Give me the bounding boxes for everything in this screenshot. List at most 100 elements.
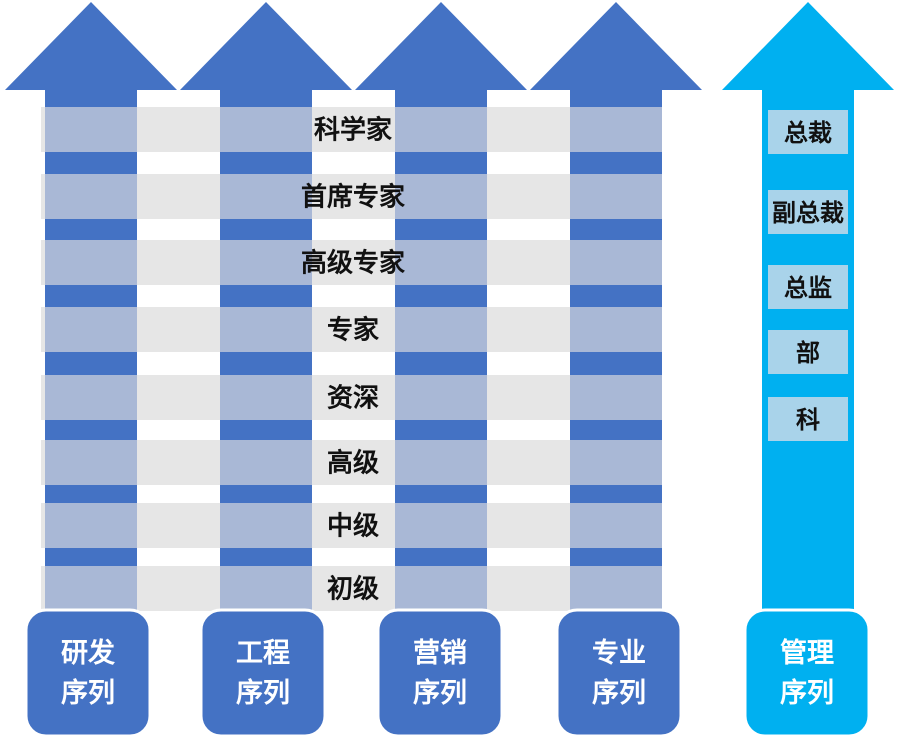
caption-box bbox=[743, 608, 871, 738]
level-band bbox=[41, 375, 662, 420]
level-label: 首席专家 bbox=[301, 182, 405, 213]
level-band-on-arrow bbox=[220, 174, 312, 219]
level-label: 高级 bbox=[327, 448, 379, 479]
caption-line2: 序列 bbox=[236, 677, 290, 709]
band-gap bbox=[487, 219, 570, 240]
caption-line2: 序列 bbox=[413, 677, 467, 709]
level-band-on-arrow bbox=[220, 566, 312, 611]
level-band bbox=[41, 566, 662, 611]
band-gap bbox=[137, 420, 220, 440]
caption-box bbox=[376, 608, 504, 738]
level-band bbox=[41, 503, 662, 548]
level-band-on-arrow bbox=[45, 107, 137, 152]
band-gap bbox=[137, 352, 220, 375]
band-gap bbox=[487, 420, 570, 440]
caption-line1: 营销 bbox=[413, 638, 467, 669]
level-band-on-arrow bbox=[220, 107, 312, 152]
band-gap bbox=[312, 92, 395, 107]
band-gap bbox=[137, 152, 220, 174]
level-band-on-arrow bbox=[45, 375, 137, 420]
caption-box bbox=[24, 608, 152, 738]
management-arrow bbox=[722, 2, 894, 640]
level-band-on-arrow bbox=[395, 107, 487, 152]
caption-box bbox=[555, 608, 683, 738]
level-band-on-arrow bbox=[395, 240, 487, 285]
level-band bbox=[41, 174, 662, 219]
band-gap bbox=[312, 420, 395, 440]
management-level-label: 科 bbox=[796, 406, 820, 434]
management-level-band bbox=[768, 110, 848, 154]
level-label: 初级 bbox=[327, 574, 379, 605]
level-label: 高级专家 bbox=[301, 248, 405, 279]
level-band-on-arrow bbox=[570, 566, 662, 611]
band-gap bbox=[137, 485, 220, 503]
level-band-on-arrow bbox=[45, 307, 137, 352]
band-gap bbox=[312, 548, 395, 566]
caption-line1: 研发 bbox=[61, 637, 115, 669]
caption-line2: 序列 bbox=[592, 677, 646, 709]
level-band-on-arrow bbox=[220, 440, 312, 485]
management-level-band bbox=[768, 190, 848, 234]
band-gap bbox=[312, 219, 395, 240]
level-band-on-arrow bbox=[45, 240, 137, 285]
management-level-label: 部 bbox=[796, 339, 820, 367]
band-gap bbox=[137, 92, 220, 107]
band-gap bbox=[487, 92, 570, 107]
band-gap bbox=[487, 152, 570, 174]
level-label: 中级 bbox=[327, 511, 379, 542]
level-label: 科学家 bbox=[314, 115, 392, 146]
level-band-on-arrow bbox=[570, 307, 662, 352]
level-band bbox=[41, 440, 662, 485]
level-band-on-arrow bbox=[45, 503, 137, 548]
level-band-on-arrow bbox=[395, 174, 487, 219]
level-band-on-arrow bbox=[220, 240, 312, 285]
caption-line1: 工程 bbox=[236, 638, 290, 669]
band-gap bbox=[137, 548, 220, 566]
level-band-on-arrow bbox=[45, 440, 137, 485]
management-level-label: 总监 bbox=[784, 274, 832, 302]
band-gap bbox=[312, 352, 395, 375]
level-band-on-arrow bbox=[570, 174, 662, 219]
level-band-on-arrow bbox=[395, 307, 487, 352]
management-level-label: 副总裁 bbox=[772, 199, 844, 227]
management-level-band bbox=[768, 330, 848, 374]
level-band-on-arrow bbox=[570, 240, 662, 285]
level-band-on-arrow bbox=[395, 503, 487, 548]
level-band-on-arrow bbox=[570, 503, 662, 548]
band-gap bbox=[137, 219, 220, 240]
level-label: 资深 bbox=[327, 384, 379, 414]
level-band bbox=[41, 107, 662, 152]
level-band-on-arrow bbox=[570, 375, 662, 420]
level-band-on-arrow bbox=[220, 307, 312, 352]
band-gap bbox=[487, 485, 570, 503]
level-band-on-arrow bbox=[220, 503, 312, 548]
band-gap bbox=[312, 152, 395, 174]
level-band-on-arrow bbox=[45, 566, 137, 611]
level-band-on-arrow bbox=[570, 440, 662, 485]
caption-line1: 管理 bbox=[780, 638, 834, 669]
level-band-on-arrow bbox=[395, 440, 487, 485]
band-gap bbox=[312, 285, 395, 307]
caption-line2: 序列 bbox=[61, 677, 115, 709]
management-level-band bbox=[768, 265, 848, 309]
caption-box bbox=[199, 608, 327, 738]
level-band-on-arrow bbox=[570, 107, 662, 152]
level-band-on-arrow bbox=[395, 566, 487, 611]
management-level-band bbox=[768, 397, 848, 441]
caption-line1: 专业 bbox=[592, 638, 646, 669]
band-gap bbox=[137, 285, 220, 307]
band-gap bbox=[487, 548, 570, 566]
caption-line2: 序列 bbox=[780, 677, 834, 709]
band-gap bbox=[487, 285, 570, 307]
band-gap bbox=[487, 352, 570, 375]
level-label: 专家 bbox=[327, 315, 379, 346]
band-gap bbox=[312, 485, 395, 503]
level-band-on-arrow bbox=[45, 174, 137, 219]
level-band-on-arrow bbox=[395, 375, 487, 420]
level-band bbox=[41, 240, 662, 285]
